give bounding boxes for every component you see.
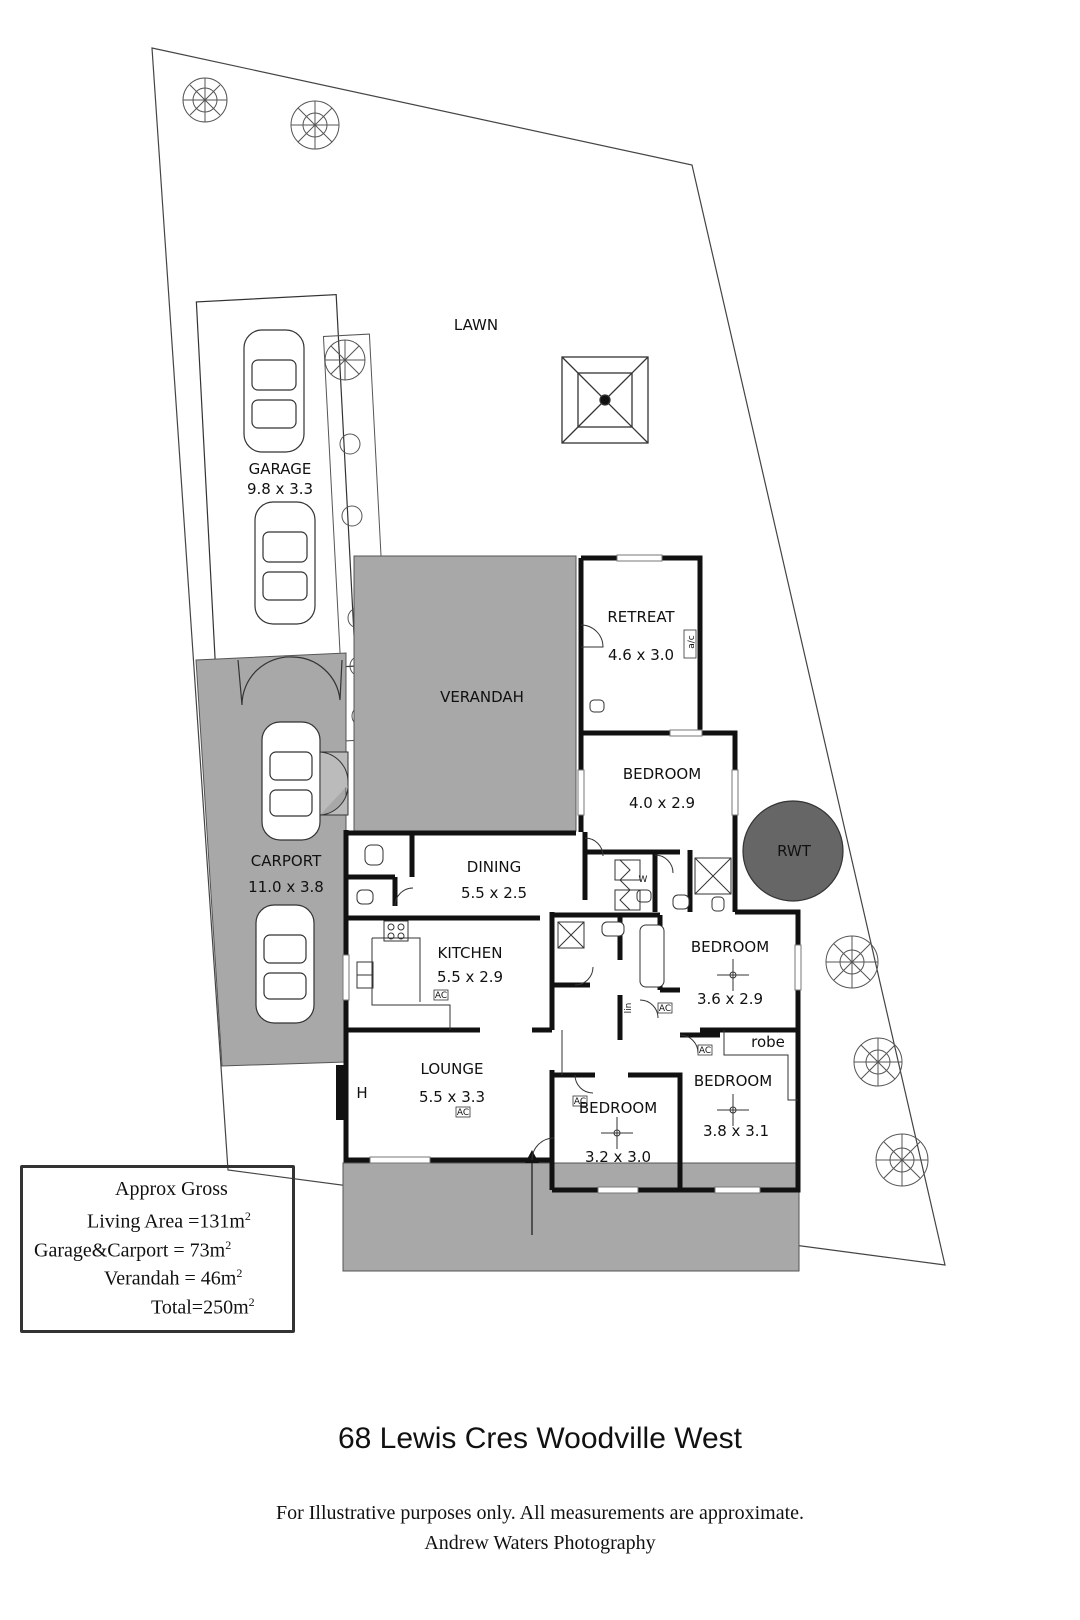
ac-label: AC — [457, 1108, 469, 1118]
heater-label: H — [356, 1084, 367, 1102]
ac-label: AC — [574, 1097, 586, 1107]
windows — [342, 554, 802, 1194]
laundry-bifold — [619, 859, 631, 911]
label-carport: CARPORT — [251, 852, 322, 870]
summary-verandah: Verandah = 46m2 — [104, 1266, 243, 1290]
label-bedroom2-size: 3.6 x 2.9 — [697, 990, 763, 1008]
summary-living: Living Area =131m2 — [87, 1209, 251, 1233]
bathroom-fixtures — [356, 699, 732, 988]
label-garage: GARAGE — [249, 460, 312, 478]
gazebo-icon — [561, 356, 649, 444]
front-verandah-area — [342, 1162, 800, 1272]
address-title: 68 Lewis Cres Woodville West — [337, 1422, 743, 1455]
label-dining: DINING — [467, 858, 521, 876]
label-retreat-size: 4.6 x 3.0 — [608, 646, 674, 664]
tree-icon — [290, 100, 340, 150]
robe-outline — [723, 1030, 798, 1101]
photographer-credit: Andrew Waters Photography — [424, 1532, 656, 1554]
summary-total: Total=250m2 — [151, 1295, 255, 1319]
ac-markers — [433, 629, 713, 1118]
car-icon — [255, 904, 315, 1024]
label-garage-size: 9.8 x 3.3 — [247, 480, 313, 498]
label-verandah: VERANDAH — [440, 688, 524, 706]
car-icon — [254, 501, 316, 625]
summary-garage-carport: Garage&Carport = 73m2 — [34, 1238, 232, 1262]
label-carport-size: 11.0 x 3.8 — [248, 878, 324, 896]
ac-label: AC — [435, 991, 447, 1001]
area-summary-box: Approx Gross Living Area =131m2 Garage&C… — [20, 1165, 295, 1333]
verandah-area — [353, 555, 577, 832]
ac-wall-label: a/c — [687, 635, 697, 649]
tree-icon — [853, 1037, 903, 1087]
rwt-tank — [742, 800, 844, 902]
carport-gate — [237, 656, 343, 706]
label-retreat: RETREAT — [607, 608, 675, 626]
disclaimer-text: For Illustrative purposes only. All meas… — [275, 1502, 805, 1524]
label-bedroom4: BEDROOM — [694, 1072, 772, 1090]
house-walls — [343, 555, 801, 1193]
label-robe: robe — [751, 1033, 785, 1051]
label-bedroom2: BEDROOM — [691, 938, 769, 956]
label-bedroom3: BEDROOM — [579, 1099, 657, 1117]
kitchen-fixtures — [356, 859, 641, 1030]
label-dining-size: 5.5 x 2.5 — [461, 884, 527, 902]
label-bedroom1: BEDROOM — [623, 765, 701, 783]
linen-label: lin — [624, 1003, 634, 1014]
label-kitchen-size: 5.5 x 2.9 — [437, 968, 503, 986]
label-lounge: LOUNGE — [421, 1060, 484, 1078]
label-rwt: RWT — [777, 842, 812, 860]
lot-boundary — [151, 47, 946, 1266]
fireplace — [336, 1065, 346, 1120]
ac-label: AC — [659, 1004, 671, 1014]
label-lawn: LAWN — [454, 316, 498, 334]
label-bedroom1-size: 4.0 x 2.9 — [629, 794, 695, 812]
label-kitchen: KITCHEN — [438, 944, 503, 962]
carport-door — [319, 751, 349, 816]
label-bedroom4-size: 3.8 x 3.1 — [703, 1122, 769, 1140]
ac-label: AC — [699, 1046, 711, 1056]
tree-icon — [182, 77, 228, 123]
car-icon — [261, 721, 321, 841]
label-lounge-size: 5.5 x 3.3 — [419, 1088, 485, 1106]
tree-icon — [825, 935, 879, 989]
washer-label: W — [639, 875, 648, 885]
label-bedroom3-size: 3.2 x 3.0 — [585, 1148, 651, 1166]
summary-title: Approx Gross — [115, 1178, 228, 1200]
car-icon — [243, 329, 305, 453]
tree-icon — [875, 1133, 929, 1187]
ceiling-fan-icon — [601, 959, 749, 1149]
